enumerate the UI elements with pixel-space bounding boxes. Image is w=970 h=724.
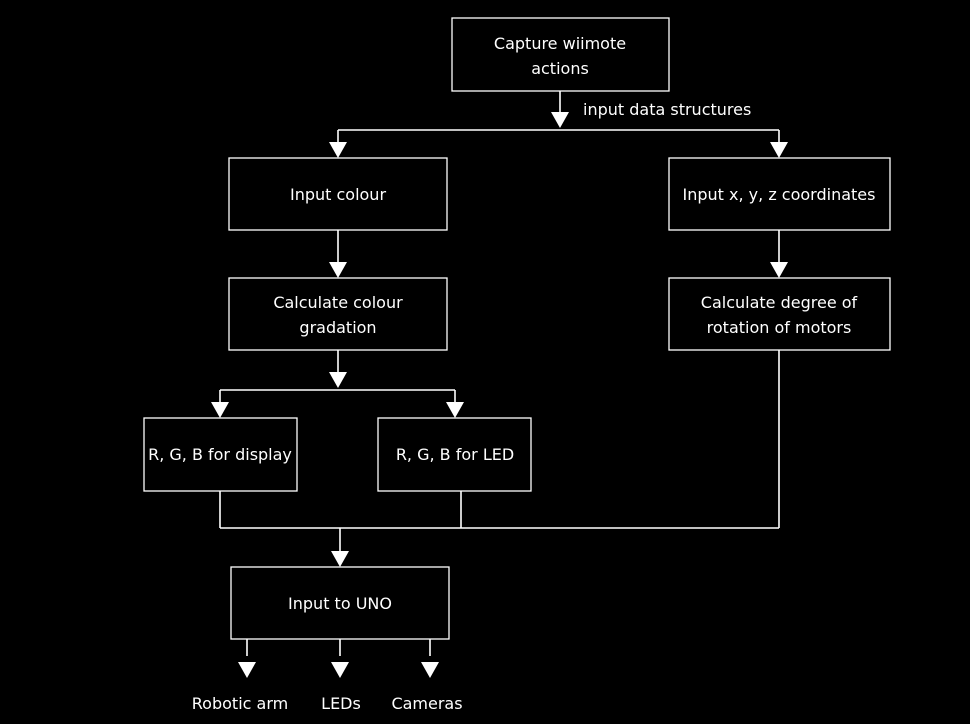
arrowhead-leds — [331, 662, 349, 678]
arrowhead-input-uno — [331, 551, 349, 567]
node-input-xyz: Input x, y, z coordinates — [668, 157, 891, 231]
edge-label-input-data-structures: input data structures — [583, 100, 751, 119]
node-input-colour: Input colour — [228, 157, 448, 231]
node-input-colour-label: Input colour — [290, 185, 386, 204]
node-input-uno-label: Input to UNO — [288, 594, 392, 613]
node-input-xyz-label: Input x, y, z coordinates — [683, 185, 876, 204]
node-capture-line1: Capture wiimote — [494, 34, 626, 53]
node-rgb-display: R, G, B for display — [143, 417, 298, 492]
node-rgb-led-label: R, G, B for LED — [396, 445, 514, 464]
arrowhead-rgb-led — [446, 402, 464, 418]
output-leds: LEDs — [321, 694, 361, 713]
node-calc-gradation-line2: gradation — [299, 318, 376, 337]
arrowhead-input-colour — [329, 142, 347, 158]
node-calc-gradation-line1: Calculate colour — [273, 293, 403, 312]
node-calc-gradation: Calculate colour gradation — [228, 277, 448, 351]
node-rgb-led: R, G, B for LED — [377, 417, 532, 492]
node-calc-rotation-line1: Calculate degree of — [701, 293, 858, 312]
arrowhead-gradation — [329, 262, 347, 278]
output-cameras: Cameras — [391, 694, 462, 713]
arrowhead-gradation-out — [329, 372, 347, 388]
node-calc-rotation-line2: rotation of motors — [707, 318, 852, 337]
node-input-uno: Input to UNO — [230, 566, 450, 640]
node-capture-line2: actions — [531, 59, 589, 78]
output-robotic-arm: Robotic arm — [192, 694, 288, 713]
arrowheads — [211, 112, 788, 678]
arrowhead-cameras — [421, 662, 439, 678]
node-capture-wiimote: Capture wiimote actions — [451, 17, 670, 92]
node-rgb-display-label: R, G, B for display — [148, 445, 292, 464]
node-calc-rotation: Calculate degree of rotation of motors — [668, 277, 891, 351]
arrowhead-capture — [551, 112, 569, 128]
arrowhead-input-xyz — [770, 142, 788, 158]
arrowhead-robotic-arm — [238, 662, 256, 678]
arrowhead-rgb-display — [211, 402, 229, 418]
arrowhead-rotation — [770, 262, 788, 278]
